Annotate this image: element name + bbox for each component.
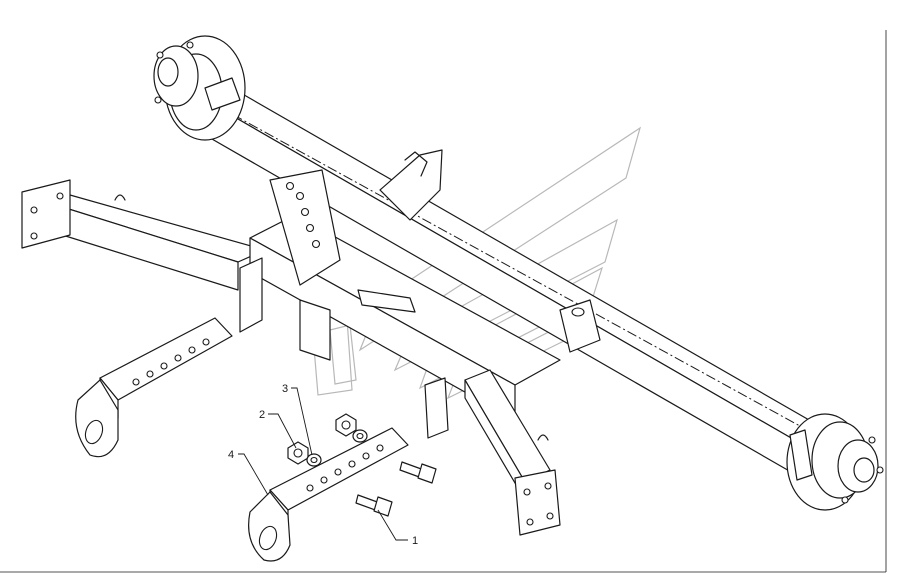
frame-marks bbox=[0, 30, 887, 573]
drawbar-eye-upper bbox=[75, 317, 233, 458]
callout-2: 2 bbox=[259, 409, 265, 421]
wheel-hub-left bbox=[153, 35, 246, 141]
callout-labels: 1 2 3 4 bbox=[228, 383, 418, 547]
drawbar-eye-part-4 bbox=[248, 427, 409, 562]
nut-part-2 bbox=[287, 413, 357, 465]
outrigger-arm-left bbox=[21, 179, 266, 291]
callout-4: 4 bbox=[228, 449, 234, 461]
callout-3: 3 bbox=[282, 383, 288, 395]
support-leg bbox=[424, 369, 561, 536]
bolt-part-1 bbox=[355, 461, 437, 517]
washer-part-3 bbox=[306, 429, 368, 467]
wheel-hub-right bbox=[786, 413, 884, 511]
central-frame bbox=[239, 149, 601, 421]
callout-1: 1 bbox=[412, 535, 418, 547]
callout-leaders bbox=[238, 387, 408, 541]
